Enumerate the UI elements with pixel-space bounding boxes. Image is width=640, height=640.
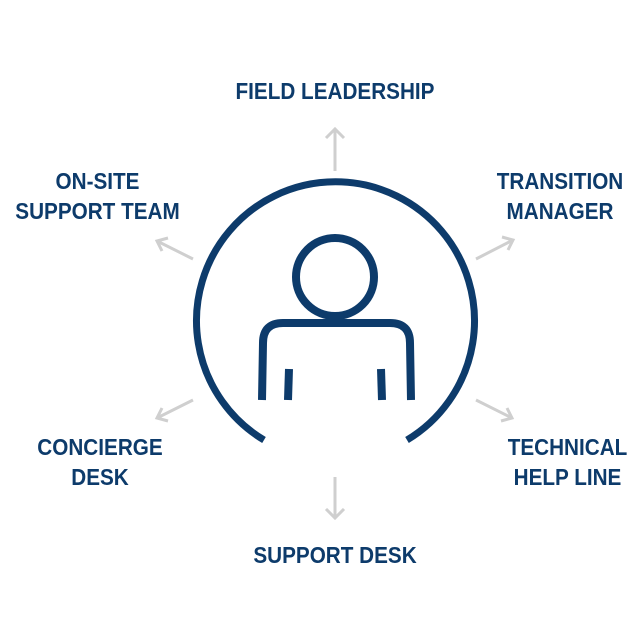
label-concierge-desk: CONCIERGE DESK [24,432,177,492]
label-technical-help-line: TECHNICAL HELP LINE [493,432,640,492]
arrow-icon [154,126,516,521]
label-line: CONCIERGE [37,434,163,460]
label-line: MANAGER [506,198,614,224]
label-line: TRANSITION [496,168,624,194]
label-field-leadership: FIELD LEADERSHIP [235,78,435,104]
label-line: HELP LINE [513,464,622,490]
label-line: DESK [71,464,129,490]
label-on-site-support-team: ON-SITE SUPPORT TEAM [10,166,186,226]
label-line: SUPPORT TEAM [15,198,180,224]
label-line: ON-SITE [55,168,140,194]
person-icon [258,234,415,401]
outer-arc [193,178,478,443]
label-transition-manager: TRANSITION MANAGER [488,166,632,226]
label-support-desk: SUPPORT DESK [253,542,417,568]
label-line: TECHNICAL [507,434,628,460]
